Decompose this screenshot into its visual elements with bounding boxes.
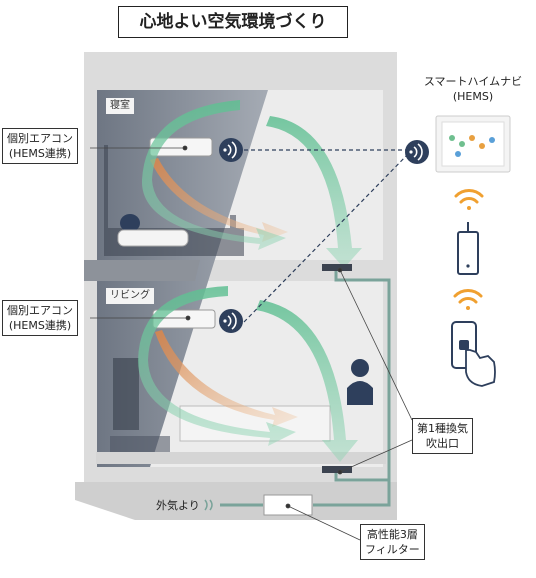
smartphone-icon [451,321,496,387]
filter-label-line2: フィルター [365,543,420,556]
outside-air-icon [204,499,213,511]
ac-label-upper: 個別エアコン (HEMS連携) [2,128,78,164]
ac-label-lower-line1: 個別エアコン [7,304,73,317]
wifi-icon-ac-lower [219,309,243,333]
vent-outlet-label: 第1種換気 吹出口 [412,418,473,454]
hems-label-line1: スマートハイムナビ [423,75,523,88]
hems-label: スマートハイムナビ (HEMS) [418,74,528,104]
vent-outlet-lower [322,466,352,473]
person-icon [347,359,373,405]
router-icon [457,222,479,275]
ac-label-upper-line1: 個別エアコン [7,132,73,145]
room-label-living: リビング [106,288,154,304]
hems-label-line2: (HEMS) [452,90,494,103]
ventilation-duct [220,268,391,507]
ac-label-lower: 個別エアコン (HEMS連携) [2,300,78,336]
leader-lines [90,145,413,541]
filter-label: 高性能3層 フィルター [360,524,425,560]
ac-label-lower-line2: (HEMS連携) [8,319,72,332]
room-label-bedroom: 寝室 [106,98,134,114]
page-title: 心地よい空気環境づくり [118,6,348,38]
person-sleeping-icon [117,214,189,247]
outside-air-label: 外気より [156,499,200,512]
ac-label-upper-line2: (HEMS連携) [8,147,72,160]
wifi-signal-icon-top [454,189,484,210]
wifi-signal-icon-bottom [453,289,483,310]
vent-label-line2: 吹出口 [426,437,459,450]
filter-label-line1: 高性能3層 [366,528,418,541]
vent-label-line1: 第1種換気 [417,422,468,435]
green-airflow [138,100,362,462]
wifi-icon-hems [405,140,429,164]
hems-monitor-icon [435,115,511,173]
wifi-icon-ac-upper [219,138,243,162]
orange-airflow [150,158,298,427]
air-conditioner-upper [149,137,213,157]
vent-outlet-upper [322,264,352,271]
hems-links [243,149,411,323]
